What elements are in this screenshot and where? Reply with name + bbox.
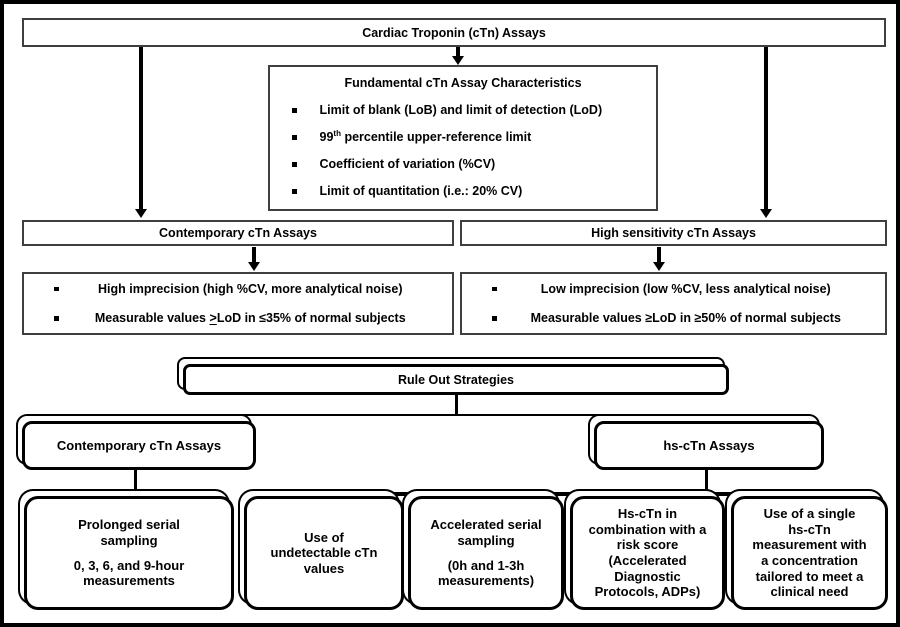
connector-contemporary-leaf	[133, 468, 137, 499]
bullet-square-icon	[54, 286, 59, 291]
detail-row: Measurable values ≥LoD in ≥50% of normal…	[462, 304, 885, 334]
hs-details-box: Low imprecision (low %CV, less analytica…	[460, 272, 887, 335]
contemporary-detail-2: Measurable values	[94, 311, 210, 326]
connector-title-to-fundamental	[456, 43, 460, 57]
strategy-text: Use of a single hs-cTn measurement with …	[752, 506, 867, 600]
bullet-square-icon	[492, 316, 497, 321]
ruleout-contemporary-label: Contemporary cTn Assays	[56, 438, 222, 453]
fundamental-bullet-row: Coefficient of variation (%CV)	[292, 157, 656, 171]
bullet-square-icon	[292, 162, 297, 167]
connector-title-to-hs	[764, 43, 768, 210]
arrowhead-fundamental	[452, 56, 464, 65]
fundamental-bullet-2: 99	[319, 130, 334, 144]
connector-leaf-bar	[321, 492, 809, 496]
detail-row: Low imprecision (low %CV, less analytica…	[462, 274, 885, 304]
fundamental-title: Fundamental cTn Assay Characteristics	[344, 76, 582, 90]
strategy-single-measurement-box: Use of a single hs-cTn measurement with …	[731, 496, 888, 610]
strategy-text: Hs-cTn in combination with a risk score …	[588, 506, 707, 600]
arrowhead-contemporary	[135, 209, 147, 218]
strategy-prolonged-sampling-box: Prolonged serial sampling 0, 3, 6, and 9…	[24, 496, 234, 610]
rule-out-title: Rule Out Strategies	[398, 372, 514, 387]
fundamental-bullet-3: Coefficient of variation (%CV)	[319, 157, 496, 171]
hs-header-label: High sensitivity cTn Assays	[591, 226, 756, 240]
contemporary-detail-1: High imprecision (high %CV, more analyti…	[98, 281, 403, 296]
strategy-risk-score-box: Hs-cTn in combination with a risk score …	[570, 496, 725, 610]
fundamental-bullet-row: Limit of quantitation (i.e.: 20% CV)	[292, 184, 656, 198]
connector-hs-leafbar	[704, 468, 708, 495]
fundamental-bullet-4: Limit of quantitation (i.e.: 20% CV)	[319, 184, 523, 198]
strategy-text: 0, 3, 6, and 9-hour measurements	[73, 557, 185, 589]
geq-underlined-symbol: >	[209, 311, 217, 326]
contemporary-header-box: Contemporary cTn Assays	[22, 220, 454, 246]
connector-hs-details	[657, 247, 661, 264]
connector-contemporary-details	[252, 247, 256, 264]
fundamental-bullet-row: 99th percentile upper-reference limit	[292, 128, 656, 144]
ruleout-hs-box: hs-cTn Assays	[594, 421, 824, 470]
bullet-square-icon	[292, 108, 297, 113]
superscript-th: th	[333, 128, 341, 138]
connector-ruleout-branch	[134, 413, 707, 416]
bullet-square-icon	[292, 135, 297, 140]
arrowhead-hs	[760, 209, 772, 218]
strategy-accelerated-sampling-box: Accelerated serial sampling (0h and 1-3h…	[408, 496, 564, 610]
connector-title-to-contemporary	[139, 43, 143, 210]
strategy-undetectable-box: Use of undetectable cTn values	[244, 496, 404, 610]
bullet-square-icon	[492, 286, 497, 291]
fundamental-box: Fundamental cTn Assay Characteristics Li…	[268, 65, 658, 211]
page-title: Cardiac Troponin (cTn) Assays	[362, 25, 546, 40]
fundamental-bullet-row: Limit of blank (LoB) and limit of detect…	[292, 103, 656, 117]
strategy-text: Use of undetectable cTn values	[270, 529, 378, 576]
ruleout-hs-label: hs-cTn Assays	[663, 438, 755, 453]
strategy-text: Prolonged serial sampling	[78, 517, 180, 548]
arrowhead-hs-details	[653, 262, 665, 271]
bullet-square-icon	[54, 316, 59, 321]
connector-ruleout-stem	[455, 393, 458, 415]
connector-branch-left-stub	[133, 413, 137, 426]
hs-header-box: High sensitivity cTn Assays	[460, 220, 887, 246]
arrowhead-contemporary-details	[248, 262, 260, 271]
contemporary-header-label: Contemporary cTn Assays	[159, 226, 317, 240]
connector-branch-right-stub	[704, 413, 708, 426]
contemporary-details-box: High imprecision (high %CV, more analyti…	[22, 272, 454, 335]
hs-detail-2: Measurable values ≥LoD in ≥50% of normal…	[530, 311, 841, 326]
title-box: Cardiac Troponin (cTn) Assays	[22, 18, 886, 47]
strategy-text: (0h and 1-3h measurements)	[437, 557, 535, 589]
detail-row: Measurable values >LoD in ≤35% of normal…	[24, 304, 452, 334]
hs-detail-1: Low imprecision (low %CV, less analytica…	[540, 281, 831, 296]
rule-out-box: Rule Out Strategies	[183, 364, 729, 395]
fundamental-bullet-1: Limit of blank (LoB) and limit of detect…	[319, 103, 603, 117]
ruleout-contemporary-box: Contemporary cTn Assays	[22, 421, 256, 470]
detail-row: High imprecision (high %CV, more analyti…	[24, 274, 452, 304]
bullet-square-icon	[292, 189, 297, 194]
strategy-text: Accelerated serial sampling	[430, 517, 542, 548]
